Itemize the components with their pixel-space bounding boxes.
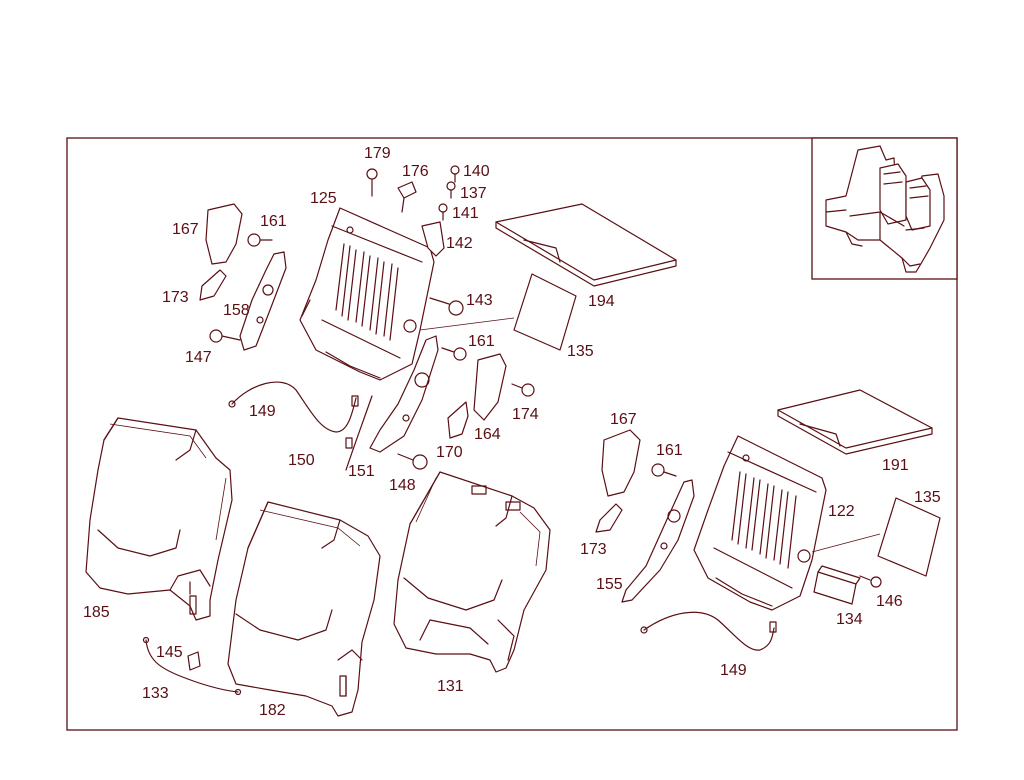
label-173-left: 173 <box>162 289 189 306</box>
cover-167-left <box>205 203 243 265</box>
cable-149-left <box>228 381 359 433</box>
cover-167-right <box>601 429 641 497</box>
label-140: 140 <box>463 163 490 180</box>
label-122: 122 <box>828 503 855 520</box>
cable-150 <box>345 395 373 471</box>
clip-170 <box>447 401 469 439</box>
label-161-mid: 161 <box>468 333 495 350</box>
label-143: 143 <box>466 292 493 309</box>
bolt-161a <box>247 233 273 247</box>
hinge-158 <box>239 251 287 351</box>
label-133: 133 <box>142 685 169 702</box>
label-131: 131 <box>437 678 464 695</box>
backrest-frame-122 <box>693 435 827 611</box>
seat-cover-182 <box>227 501 381 717</box>
bolt-143 <box>429 297 464 316</box>
pad-135-left <box>513 273 577 351</box>
seat-cover-185 <box>85 417 233 621</box>
label-149-left: 149 <box>249 403 276 420</box>
bolt-161b <box>441 347 467 361</box>
label-194: 194 <box>588 293 615 310</box>
label-142: 142 <box>446 235 473 252</box>
bolt-146 <box>859 575 882 588</box>
label-149-right: 149 <box>720 662 747 679</box>
label-150: 150 <box>288 452 315 469</box>
pad-135-right <box>877 497 941 577</box>
bolt-161c <box>651 463 677 477</box>
handle-134 <box>813 565 861 605</box>
label-146: 146 <box>876 593 903 610</box>
label-141: 141 <box>452 205 479 222</box>
cable-149-right <box>640 611 777 651</box>
clip-173-right <box>595 503 623 533</box>
bolt-176 <box>397 181 417 213</box>
label-191: 191 <box>882 457 909 474</box>
label-134: 134 <box>836 611 863 628</box>
rivet-174 <box>511 383 535 397</box>
label-170: 170 <box>436 444 463 461</box>
diagram-frame <box>66 137 958 731</box>
label-167-right: 167 <box>610 411 637 428</box>
seat-cover-131 <box>393 471 551 673</box>
bolt-147 <box>209 329 241 343</box>
label-182: 182 <box>259 702 286 719</box>
screw-141 <box>438 203 448 221</box>
label-147: 147 <box>185 349 212 366</box>
label-145: 145 <box>156 644 183 661</box>
cap-142 <box>421 221 445 257</box>
clip-173-left <box>199 269 227 301</box>
panel-194 <box>495 203 677 287</box>
hinge-155 <box>621 479 695 603</box>
label-161-top: 161 <box>260 213 287 230</box>
bolt-148 <box>397 453 428 470</box>
panel-191 <box>777 389 933 455</box>
label-137: 137 <box>460 185 487 202</box>
label-173-right: 173 <box>580 541 607 558</box>
label-164: 164 <box>474 426 501 443</box>
label-151: 151 <box>348 463 375 480</box>
wire-133 <box>142 636 242 696</box>
bolt-179 <box>366 168 378 197</box>
screw-140 <box>450 165 460 183</box>
label-174: 174 <box>512 406 539 423</box>
inset-seat-overview <box>811 137 958 280</box>
label-167-left: 167 <box>172 221 199 238</box>
cover-164 <box>473 353 507 421</box>
screw-137 <box>446 181 456 199</box>
label-161-right: 161 <box>656 442 683 459</box>
label-158: 158 <box>223 302 250 319</box>
hinge-151 <box>369 335 439 453</box>
leader-lines <box>419 317 881 553</box>
label-125: 125 <box>310 190 337 207</box>
label-155: 155 <box>596 576 623 593</box>
label-135-right: 135 <box>914 489 941 506</box>
label-185: 185 <box>83 604 110 621</box>
backrest-frame-125 <box>299 207 435 381</box>
label-148: 148 <box>389 477 416 494</box>
label-179: 179 <box>364 145 391 162</box>
label-135-left: 135 <box>567 343 594 360</box>
label-176: 176 <box>402 163 429 180</box>
callout-labels: 179 176 140 137 141 125 142 167 161 173 … <box>83 145 941 719</box>
